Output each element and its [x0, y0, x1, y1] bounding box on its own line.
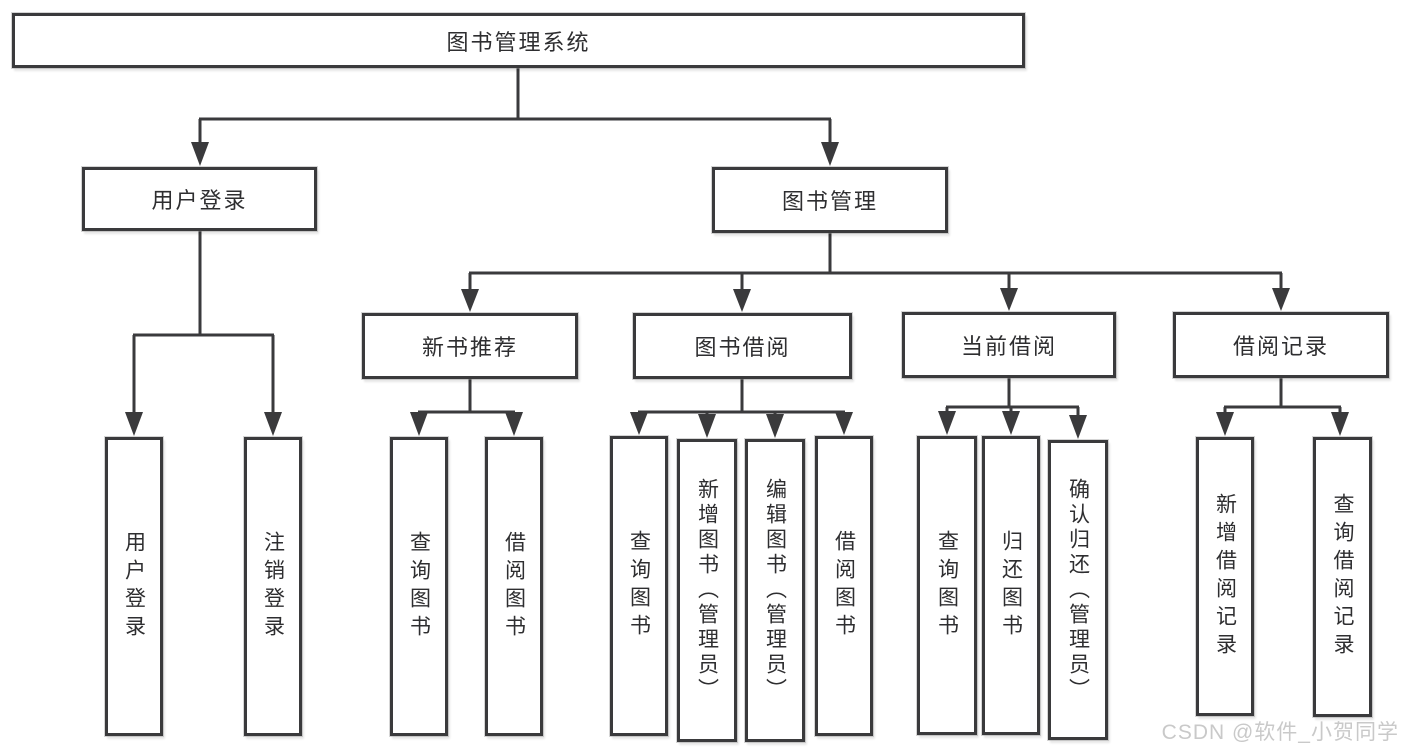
leaf-edit-book-admin: 编辑图书（管理员）	[745, 439, 805, 742]
node-book-management: 图书管理	[712, 167, 948, 233]
leaf-return-books: 归还图书	[982, 436, 1040, 735]
watermark: CSDN @软件_小贺同学	[1161, 721, 1399, 744]
leaf-label: 查询图书	[407, 530, 431, 643]
leaf-borrow-books-recommendation: 借阅图书	[485, 437, 543, 736]
connector-current-borrowing-to-leaves	[938, 377, 1087, 439]
leaf-query-books-current: 查询图书	[917, 436, 977, 735]
leaf-borrow-books-borrowing: 借阅图书	[815, 436, 873, 736]
leaf-user-login: 用户登录	[105, 437, 163, 736]
leaf-label: 查询图书	[935, 529, 959, 642]
connector-book-borrowing-to-leaves	[630, 378, 853, 438]
leaf-label: 归还图书	[999, 529, 1023, 642]
leaf-query-books-recommendation: 查询图书	[390, 437, 448, 736]
leaf-add-book-admin: 新增图书（管理员）	[677, 439, 737, 742]
node-new-book-recommendation: 新书推荐	[362, 313, 578, 379]
leaf-confirm-return-admin: 确认归还（管理员）	[1048, 440, 1108, 740]
leaf-label: 用户登录	[122, 530, 146, 643]
node-user-login: 用户登录	[82, 167, 317, 231]
connector-user-login-to-leaves	[125, 230, 282, 436]
leaf-label: 借阅图书	[832, 530, 856, 642]
leaf-label: 注销登录	[261, 530, 285, 643]
node-label: 图书管理	[781, 189, 878, 214]
leaf-add-borrow-record: 新增借阅记录	[1196, 437, 1254, 716]
node-label: 图书借阅	[694, 335, 791, 360]
leaf-label: 查询图书	[627, 530, 651, 642]
leaf-logout: 注销登录	[244, 437, 302, 736]
node-borrowing-records: 借阅记录	[1173, 312, 1389, 378]
connector-root-to-level2	[191, 68, 839, 166]
leaf-label: 查询借阅记录	[1331, 493, 1354, 661]
node-label: 当前借阅	[960, 334, 1057, 359]
leaf-query-borrow-record: 查询借阅记录	[1313, 437, 1372, 717]
node-label: 图书管理系统	[446, 29, 591, 55]
node-label: 用户登录	[151, 188, 248, 213]
node-book-borrowing: 图书借阅	[633, 313, 852, 379]
node-library-system: 图书管理系统	[12, 13, 1025, 68]
connector-borrowing-records-to-leaves	[1216, 377, 1349, 436]
leaf-label: 编辑图书（管理员）	[763, 478, 787, 703]
leaf-query-books-borrowing: 查询图书	[610, 436, 668, 736]
connector-book-management-to-level3	[461, 232, 1290, 312]
connector-new-book-recommendation-to-leaves	[410, 378, 523, 436]
node-label: 借阅记录	[1232, 334, 1329, 359]
node-current-borrowing: 当前借阅	[902, 312, 1116, 378]
leaf-label: 借阅图书	[502, 530, 526, 643]
leaf-label: 新增图书（管理员）	[695, 478, 719, 703]
leaf-label: 新增借阅记录	[1213, 492, 1237, 661]
node-label: 新书推荐	[421, 335, 518, 360]
leaf-label: 确认归还（管理员）	[1066, 477, 1090, 703]
